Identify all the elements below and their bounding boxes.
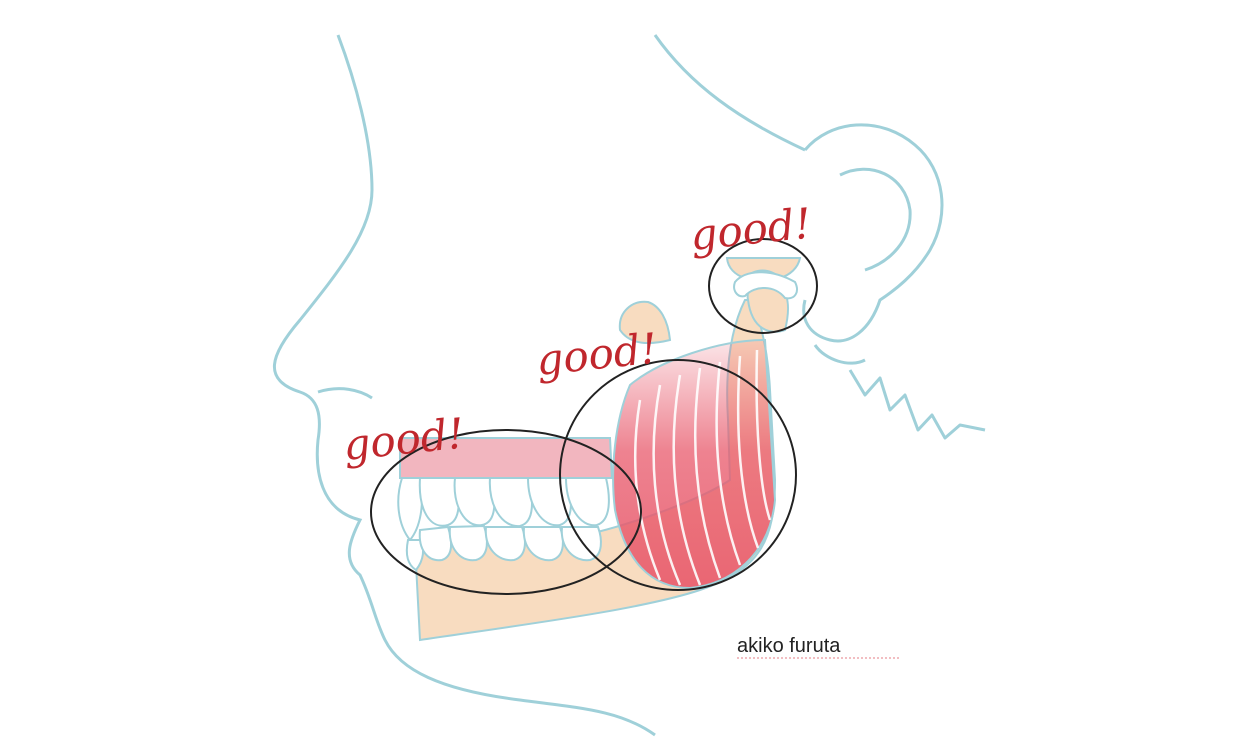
tmj-circle [708,238,818,334]
artist-credit: akiko furuta [737,635,841,657]
lip-line [317,387,373,400]
articular-fossa [725,257,802,280]
ear-outline [802,123,944,343]
hair-wave [848,369,986,440]
coronoid-process [618,300,672,344]
face-profile [272,34,656,737]
masseter-muscle [612,338,777,590]
ear-lobe [813,344,866,365]
articular-disc [733,271,798,300]
teeth-circle [370,429,642,595]
masseter-good-label: good! [534,324,660,385]
upper-gum [399,437,614,479]
ear-inner [839,167,912,272]
head-back-outline [653,34,806,152]
masseter-circle [559,359,797,591]
tmj-good-label: good! [688,199,814,260]
teeth-row [397,477,610,572]
